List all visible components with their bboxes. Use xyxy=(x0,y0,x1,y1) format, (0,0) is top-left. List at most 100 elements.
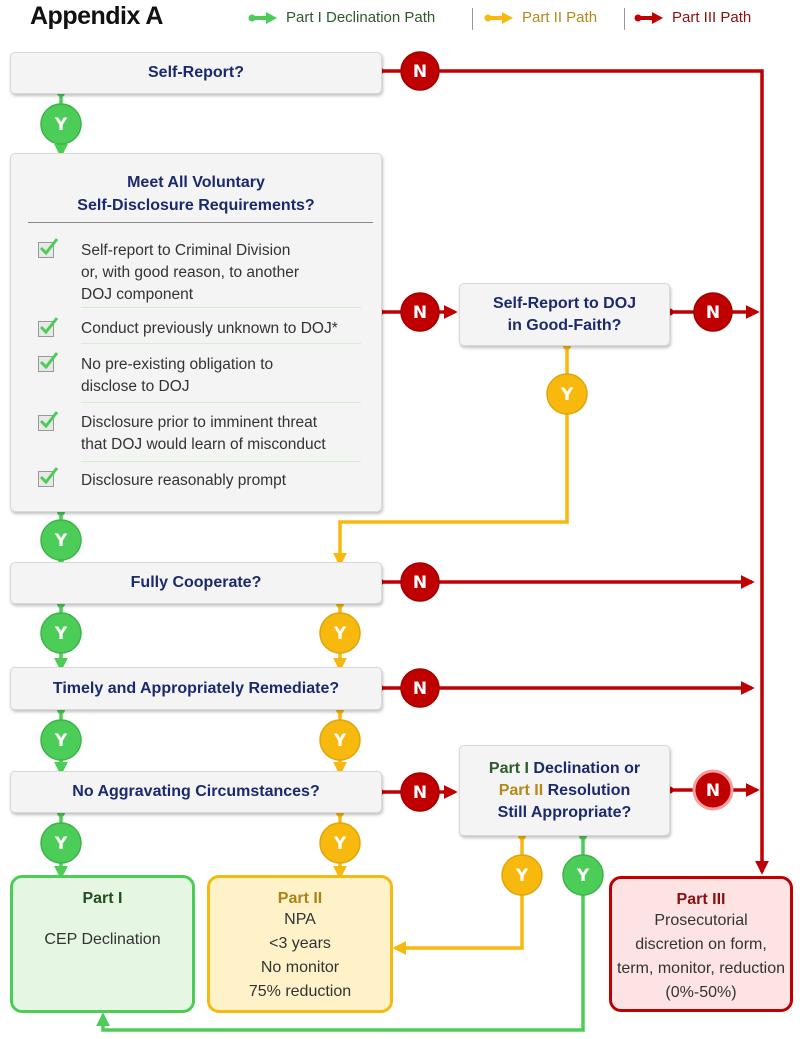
outcome-title: Part III xyxy=(676,891,726,908)
svg-text:Y: Y xyxy=(54,531,68,551)
outcome-line: term, monitor, reduction xyxy=(616,960,786,977)
svg-text:N: N xyxy=(413,62,427,82)
svg-text:Y: Y xyxy=(54,834,68,854)
requirement-line: disclose to DOJ xyxy=(81,378,190,395)
yes-badge-icon: Y xyxy=(40,103,82,145)
requirement-line: or, with good reason, to another xyxy=(81,264,300,281)
vsd-title-line2: Self-Disclosure Requirements? xyxy=(77,197,315,214)
requirement-item: Disclosure prior to imminent threat that… xyxy=(81,412,369,456)
requirement-item: Conduct previously unknown to DOJ* xyxy=(81,318,369,340)
checkbox-icon xyxy=(38,238,58,258)
svg-text:Y: Y xyxy=(333,624,347,644)
svg-text:Y: Y xyxy=(515,866,529,886)
requirement-line: No pre-existing obligation to xyxy=(81,356,274,373)
divider xyxy=(81,343,361,344)
svg-text:Y: Y xyxy=(333,731,347,751)
vsd-title: Meet All Voluntary Self-Disclosure Requi… xyxy=(11,171,381,217)
requirement-line: Disclosure reasonably prompt xyxy=(81,472,287,489)
outcome-line: discretion on form, xyxy=(635,936,767,953)
requirement-line: Disclosure prior to imminent threat xyxy=(81,414,318,431)
yes-badge-icon: Y xyxy=(319,719,361,761)
green-arrow-icon xyxy=(248,11,277,24)
decision-label: Declination or xyxy=(528,759,641,777)
outcome-line: NPA xyxy=(284,911,316,928)
decision-still-appropriate: Part I Declination or Part II Resolution… xyxy=(459,745,670,836)
no-badge-icon: N xyxy=(400,772,440,812)
requirement-item: Disclosure reasonably prompt xyxy=(81,470,369,492)
svg-text:Y: Y xyxy=(54,624,68,644)
svg-text:Y: Y xyxy=(54,115,68,135)
outcome-line: (0%-50%) xyxy=(665,984,737,1001)
legend-label: Part II Path xyxy=(522,9,598,26)
outcome-line: CEP Declination xyxy=(44,931,161,948)
requirement-line: that DOJ would learn of misconduct xyxy=(81,436,326,453)
svg-text:N: N xyxy=(413,573,427,593)
no-badge-icon: N xyxy=(400,668,440,708)
outcome-line: 75% reduction xyxy=(248,983,352,1000)
page-title: Appendix A xyxy=(30,2,163,30)
decision-label: No Aggravating Circumstances? xyxy=(72,783,320,800)
yes-badge-icon: Y xyxy=(562,854,604,896)
requirement-item: No pre-existing obligation to disclose t… xyxy=(81,354,369,398)
part1-label: Part I xyxy=(488,759,529,777)
divider xyxy=(81,461,361,462)
no-badge-icon: N xyxy=(693,292,733,332)
outcome-line: No monitor xyxy=(260,959,340,976)
yes-badge-icon: Y xyxy=(319,612,361,654)
decision-label: Timely and Appropriately Remediate? xyxy=(52,679,340,697)
svg-text:N: N xyxy=(706,303,720,323)
yes-badge-icon: Y xyxy=(501,854,543,896)
decision-label: in Good-Faith? xyxy=(507,316,622,334)
legend-item-part3: Part III Path xyxy=(634,9,751,26)
yes-badge-icon: Y xyxy=(40,519,82,561)
outcome-line: <3 years xyxy=(269,935,331,952)
svg-text:N: N xyxy=(413,679,427,699)
requirement-item: Self-report to Criminal Division or, wit… xyxy=(81,240,369,306)
yes-badge-icon: Y xyxy=(319,822,361,864)
part2-label: Part II xyxy=(498,781,544,799)
svg-text:Y: Y xyxy=(333,834,347,854)
requirement-line: Self-report to Criminal Division xyxy=(81,242,291,259)
svg-text:N: N xyxy=(706,781,720,801)
svg-text:Y: Y xyxy=(560,385,574,405)
legend-divider xyxy=(472,8,473,30)
divider xyxy=(28,222,373,223)
divider xyxy=(81,307,361,308)
decision-good-faith: Self-Report to DOJ in Good-Faith? xyxy=(459,283,670,346)
decision-no-aggravating: No Aggravating Circumstances? xyxy=(10,771,382,813)
yes-badge-icon: Y xyxy=(546,373,588,415)
outcome-part2: Part II NPA <3 years No monitor 75% redu… xyxy=(207,875,393,1013)
decision-label: Resolution xyxy=(543,781,631,799)
legend-label: Part III Path xyxy=(672,9,752,26)
no-badge-icon: N xyxy=(400,292,440,332)
svg-text:N: N xyxy=(413,783,427,803)
no-badge-icon: N xyxy=(692,769,734,811)
requirement-line: DOJ component xyxy=(81,286,193,303)
legend-item-part2: Part II Path xyxy=(484,9,597,26)
legend-divider xyxy=(624,8,625,30)
red-arrow-icon xyxy=(634,11,663,24)
decision-label: Self-Report to DOJ xyxy=(492,294,637,312)
svg-text:N: N xyxy=(413,303,427,323)
legend-label: Part I Declination Path xyxy=(286,9,436,26)
checkbox-icon xyxy=(38,352,58,372)
checkbox-icon xyxy=(38,411,58,431)
yes-badge-icon: Y xyxy=(40,822,82,864)
svg-text:Y: Y xyxy=(54,731,68,751)
outcome-title: Part I xyxy=(82,890,123,907)
vsd-title-line1: Meet All Voluntary xyxy=(127,174,265,191)
requirement-line: Conduct previously unknown to DOJ* xyxy=(81,320,338,337)
decision-label: Fully Cooperate? xyxy=(130,574,262,591)
decision-label: Self-Report? xyxy=(148,64,244,81)
yes-badge-icon: Y xyxy=(40,719,82,761)
legend-item-part1: Part I Declination Path xyxy=(248,9,435,26)
outcome-title: Part II xyxy=(277,890,323,907)
outcome-part3: Part III Prosecutorial discretion on for… xyxy=(609,876,793,1012)
outcome-part1: Part I CEP Declination xyxy=(10,875,195,1013)
svg-text:Y: Y xyxy=(576,866,590,886)
decision-label: Still Appropriate? xyxy=(497,803,632,821)
outcome-line: Prosecutorial xyxy=(654,912,748,929)
no-badge-icon: N xyxy=(400,51,440,91)
no-badge-icon: N xyxy=(400,562,440,602)
